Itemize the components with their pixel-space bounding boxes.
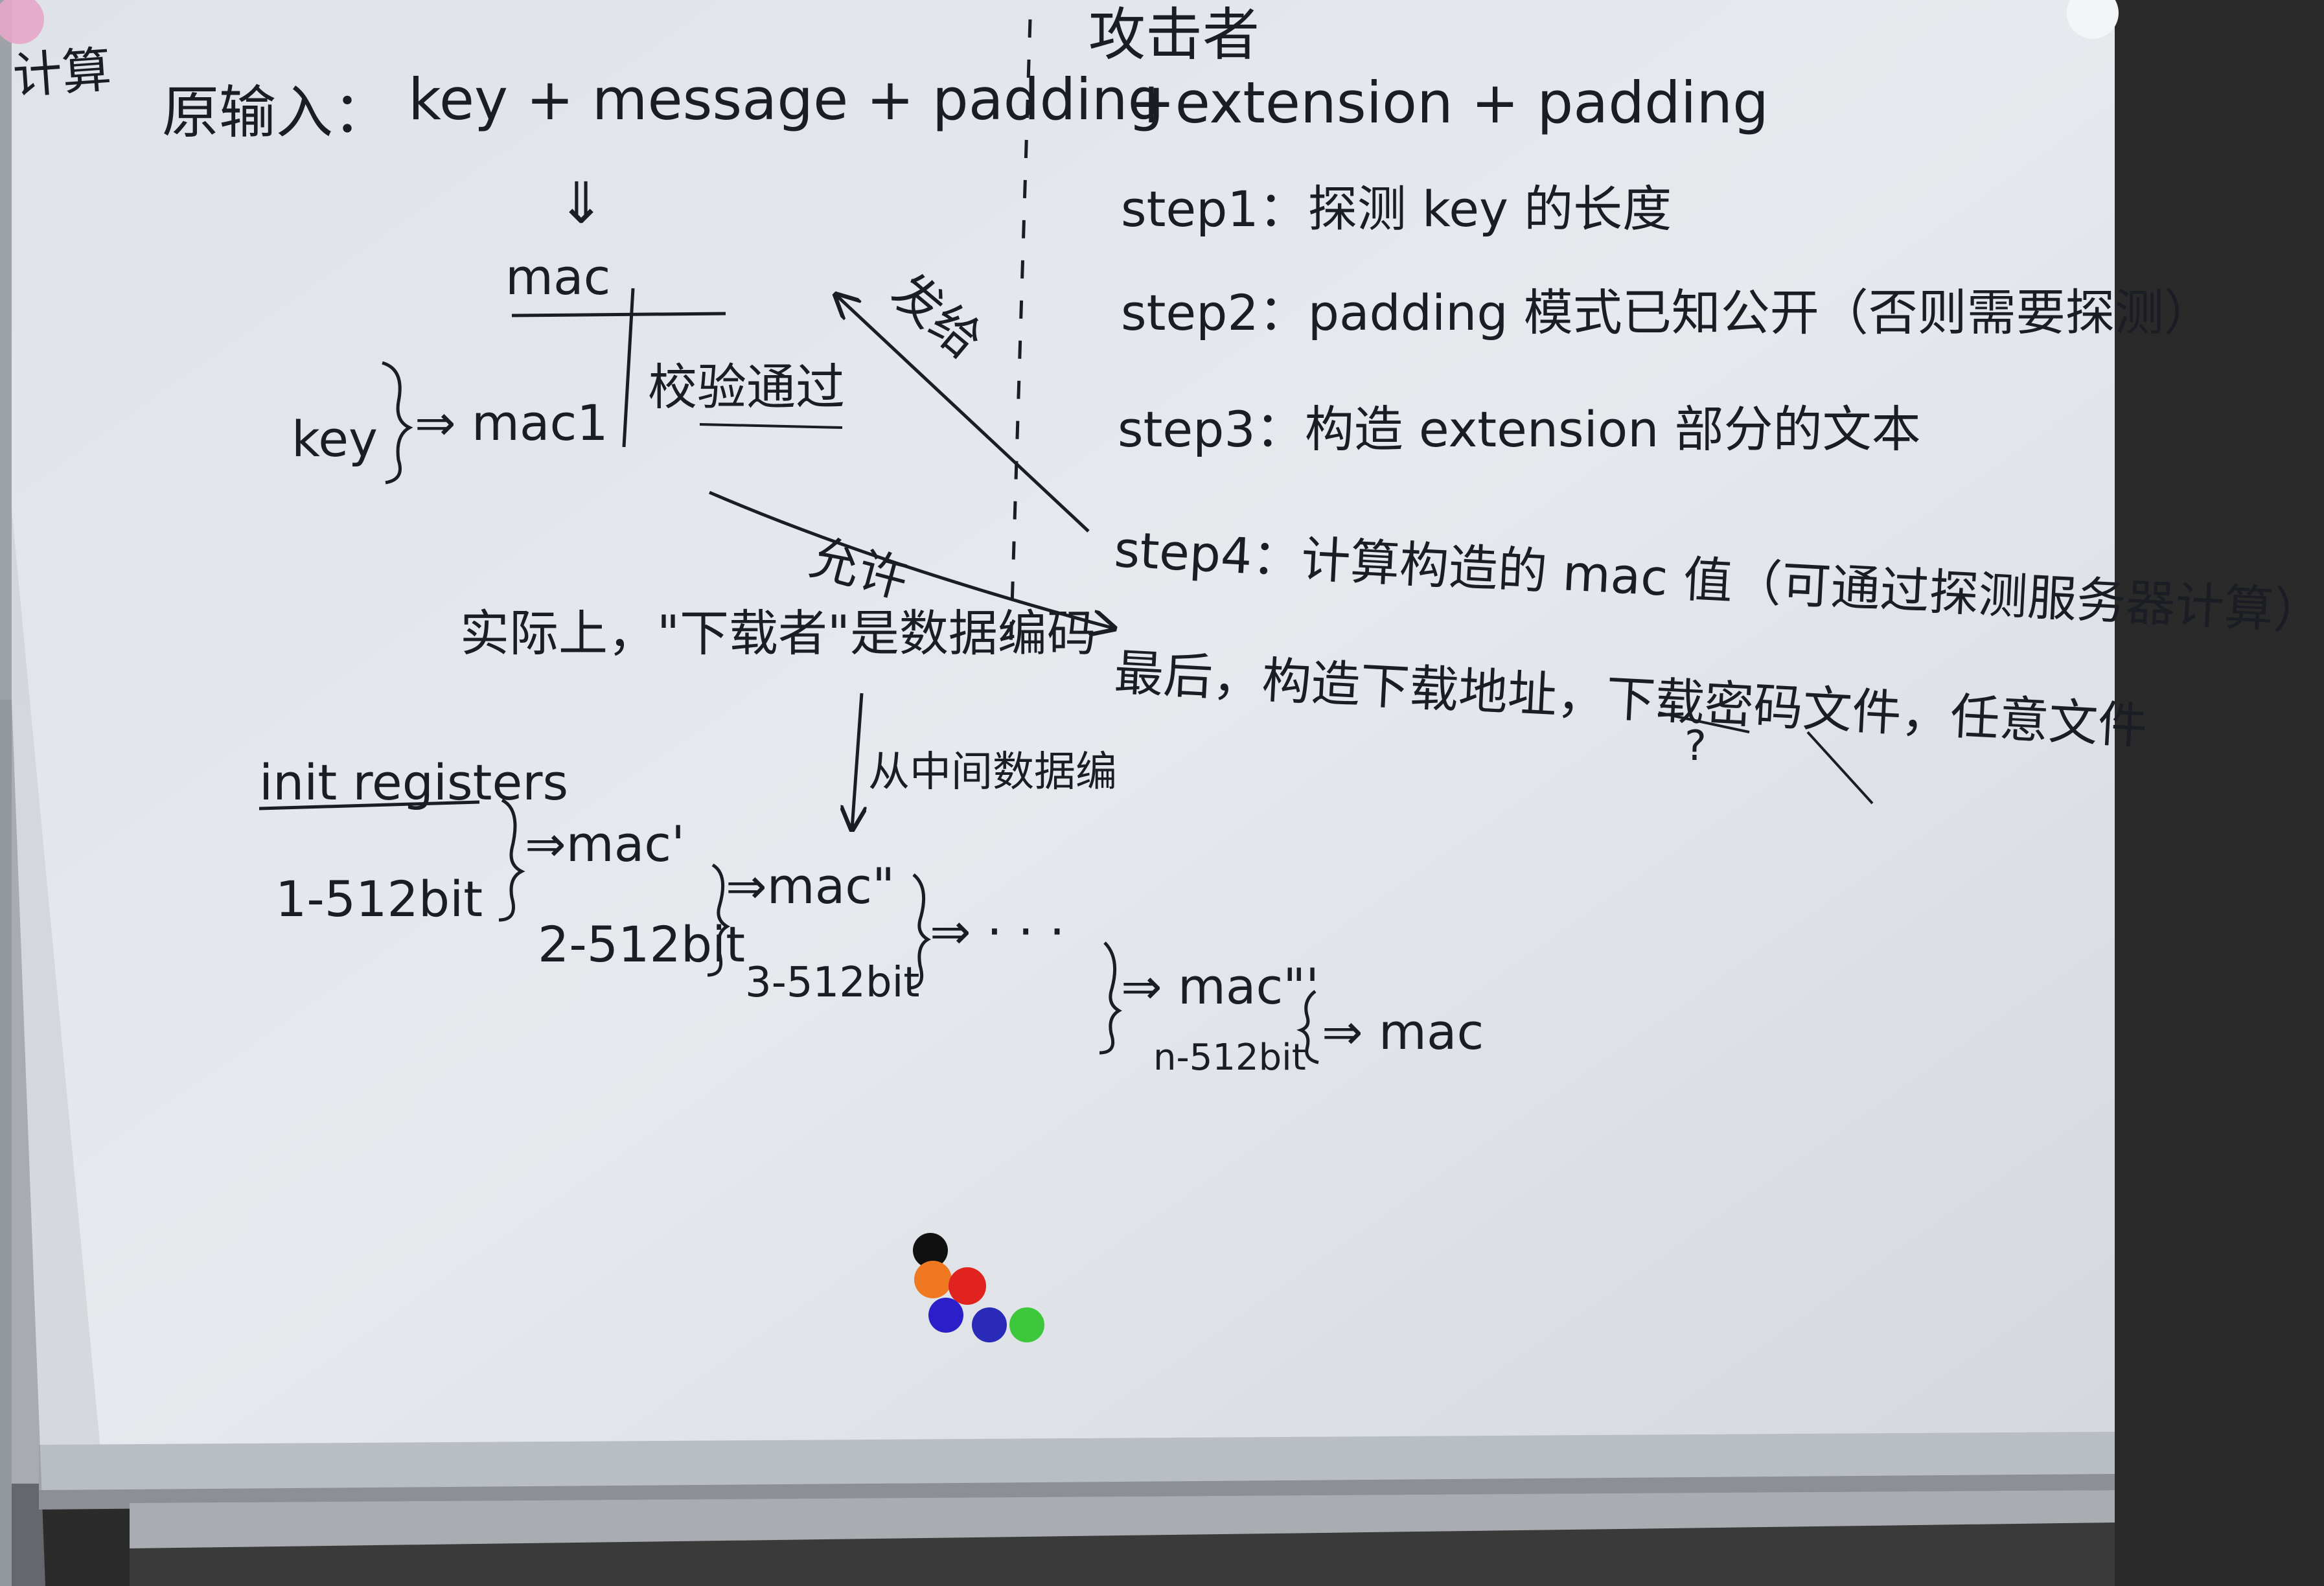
arrow-allow bbox=[709, 490, 1114, 628]
block-2: 2-512bit bbox=[538, 915, 745, 973]
corner-label: 计算 bbox=[10, 40, 113, 105]
from-middle-note: 从中间数据编 bbox=[868, 748, 1117, 796]
block-1: 1-512bit bbox=[275, 870, 483, 928]
block-n: n-512bit bbox=[1153, 1037, 1306, 1079]
magnet bbox=[913, 1233, 948, 1268]
verify-pass-label: 校验通过 bbox=[648, 358, 845, 416]
mac-final: ⇒ mac bbox=[1322, 1003, 1484, 1061]
arrow-down bbox=[852, 693, 862, 829]
original-input-label: 原输入： bbox=[162, 79, 391, 146]
mac-prime: ⇒mac' bbox=[525, 815, 685, 873]
magnet bbox=[972, 1307, 1007, 1342]
attacker-title: 攻击者 bbox=[1088, 1, 1260, 68]
mac1-label: ⇒ mac1 bbox=[415, 394, 608, 452]
attacker-formula: +extension + padding bbox=[1127, 69, 1769, 136]
mac-double-prime: ⇒mac" bbox=[726, 857, 895, 915]
init-registers-label: init registers bbox=[259, 753, 569, 811]
mac-triple-prime: ⇒ mac"' bbox=[1121, 958, 1320, 1015]
pink-sticker bbox=[0, 0, 44, 44]
double-down-arrow: ⇓ bbox=[557, 170, 605, 236]
board-surface bbox=[6, 0, 2115, 1484]
step-2: step2：padding 模式已知公开（否则需要探测） bbox=[1121, 284, 2213, 341]
magnet bbox=[914, 1261, 952, 1298]
whiteboard-photo bbox=[0, 0, 2119, 1586]
marker-tray bbox=[130, 1490, 2115, 1555]
step-3: step3：构造 extension 部分的文本 bbox=[1118, 400, 1921, 458]
step-1: step1：探测 key 的长度 bbox=[1121, 180, 1672, 238]
mac-ellipsis: ⇒ · · · bbox=[930, 902, 1065, 960]
arrow-send bbox=[836, 295, 1090, 533]
mac-label: mac bbox=[505, 248, 611, 306]
key-label: key bbox=[292, 410, 378, 468]
question-mark: ? bbox=[1685, 722, 1707, 770]
actually-note: 实际上，"下载者"是数据编码 bbox=[460, 604, 1096, 662]
block-3: 3-512bit bbox=[745, 959, 920, 1007]
magnet bbox=[928, 1298, 963, 1333]
magnet bbox=[949, 1267, 986, 1305]
original-input-formula: key + message + padding bbox=[408, 66, 1164, 133]
magnet-cluster bbox=[913, 1233, 1044, 1342]
magnet bbox=[1009, 1307, 1044, 1342]
dashed-divider bbox=[1009, 19, 1032, 649]
